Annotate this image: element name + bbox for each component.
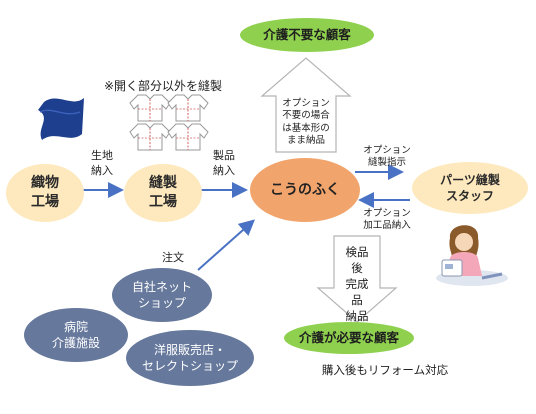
option-processed-label: オプション 加工品納入: [363, 208, 411, 232]
node-kounofuku: こうのふく: [250, 158, 360, 222]
node-care-customer: 介護が必要な顧客: [284, 322, 414, 354]
inspection-arrow-label: 検品後 完成品 納品: [345, 245, 369, 324]
shirt-icon: [129, 94, 209, 151]
fabric-delivery-label: 生地 納入: [91, 149, 113, 178]
option-instruction-label: オプション 縫製指示: [363, 145, 411, 169]
node-own-net-shop: 自社ネット ショップ: [112, 268, 212, 322]
product-delivery-label: 製品 納入: [213, 149, 235, 178]
node-sewing-factory: 縫製 工場: [124, 164, 202, 222]
arrow-order: [197, 219, 255, 271]
no-option-arrow-label: オプション 不要の場合 は基本形の まま納品: [282, 98, 330, 147]
block-arrow-down: [316, 235, 398, 323]
sewing-staff-icon: [436, 225, 508, 286]
fabric-icon: [38, 98, 84, 140]
order-label: 注文: [162, 251, 184, 264]
sewing-note: ※開く部分以外を縫製: [103, 79, 223, 93]
node-no-care-customer: 介護不要な顧客: [240, 18, 374, 52]
node-hospital: 病院 介護施設: [24, 308, 128, 362]
node-clothing-store: 洋服販売店・ セレクトショップ: [126, 330, 254, 386]
block-arrow-up: [260, 57, 352, 153]
node-parts-staff: パーツ縫製 スタッフ: [412, 162, 528, 214]
after-purchase-label: 購入後もリフォーム対応: [321, 363, 449, 377]
node-weaving-factory: 織物 工場: [6, 164, 84, 222]
